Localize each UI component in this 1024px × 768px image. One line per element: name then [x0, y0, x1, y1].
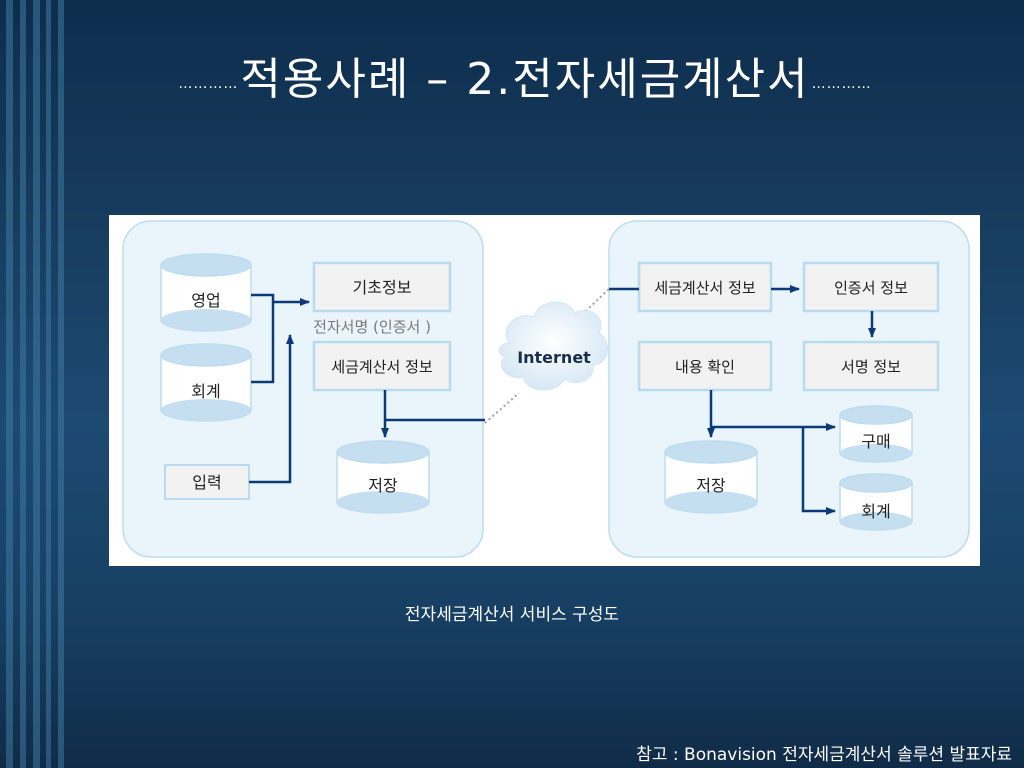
- diagram-caption: 전자세금계산서 서비스 구성도: [404, 605, 620, 625]
- database-sales: 영업: [160, 253, 252, 332]
- content-check-label: 내용 확인: [675, 358, 735, 376]
- internet-label: Internet: [517, 348, 591, 367]
- db-purchase-label: 구매: [861, 432, 890, 451]
- database-purchase: 구매: [839, 405, 913, 463]
- invoice-info-box-left: 세금계산서 정보: [312, 340, 452, 392]
- database-accounting-right: 회계: [839, 473, 913, 531]
- invoice-service-diagram: 영업 회계 입력 기초정보 전자서명 (인증서 ) 세금계산서 정보: [122, 220, 970, 558]
- signature-label: 전자서명 (인증서 ): [313, 318, 431, 336]
- cert-info-label: 인증서 정보: [834, 279, 908, 297]
- input-label: 입력: [192, 473, 221, 492]
- reference-note: 참고 : Bonavision 전자세금계산서 솔루션 발표자료: [636, 745, 1012, 765]
- decorative-stripes: [0, 0, 80, 768]
- internet-cloud: Internet: [498, 301, 608, 391]
- slide-title: ………… 적용사례 – 2.전자세금계산서 …………: [80, 40, 970, 110]
- invoice-info-box-right: 세금계산서 정보: [637, 261, 773, 313]
- cert-info-box: 인증서 정보: [802, 261, 940, 313]
- left-arrows: [249, 293, 485, 484]
- database-storage-left: 저장: [336, 440, 430, 514]
- invoice-info-left-label: 세금계산서 정보: [331, 358, 433, 376]
- content-check-box: 내용 확인: [637, 340, 773, 392]
- storage-left-label: 저장: [368, 476, 398, 495]
- db-accounting-right-label: 회계: [861, 502, 890, 521]
- input-box: 입력: [164, 464, 250, 500]
- diagram-panel: 영업 회계 입력 기초정보 전자서명 (인증서 ) 세금계산서 정보: [109, 215, 980, 566]
- database-storage-right: 저장: [664, 440, 758, 514]
- storage-right-label: 저장: [696, 476, 726, 495]
- title-leading-dots: …………: [178, 76, 239, 92]
- basic-info-box: 기초정보: [312, 261, 452, 313]
- link-internet-to-right: [570, 288, 610, 326]
- page-title: 적용사례 – 2.전자세금계산서: [240, 54, 810, 105]
- title-trailing-dots: …………: [811, 76, 872, 92]
- basic-info-label: 기초정보: [353, 278, 412, 297]
- invoice-info-right-label: 세금계산서 정보: [654, 279, 756, 297]
- database-accounting-left: 회계: [160, 343, 252, 422]
- link-left-to-internet: [484, 392, 520, 424]
- db-sales-label: 영업: [191, 291, 220, 310]
- signature-info-label: 서명 정보: [841, 358, 901, 376]
- signature-info-box: 서명 정보: [802, 340, 940, 392]
- right-arrows: [609, 285, 876, 515]
- db-accounting-left-label: 회계: [191, 382, 220, 401]
